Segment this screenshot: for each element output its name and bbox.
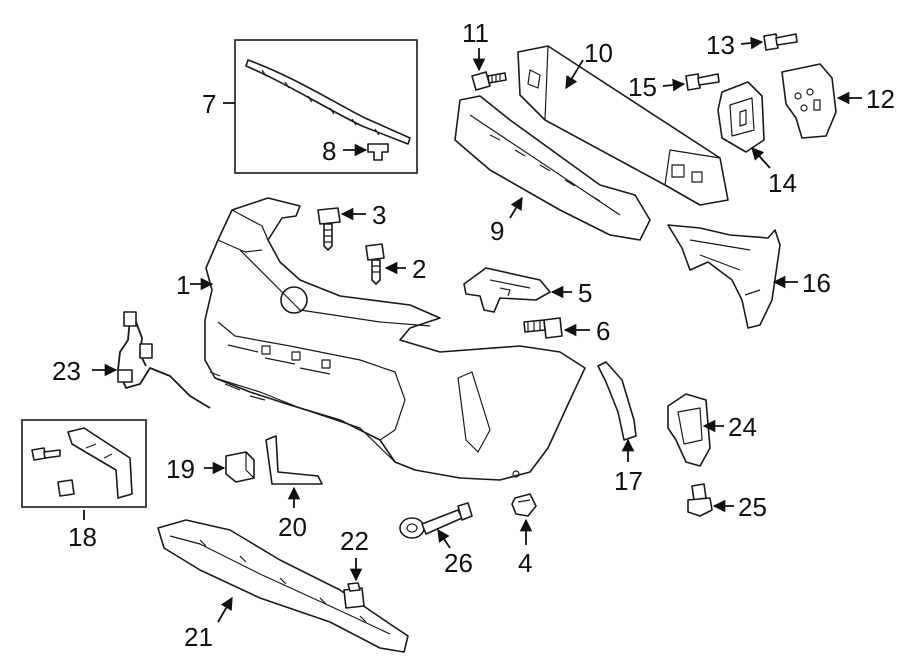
part-6-bolt[interactable] [523,317,563,339]
part-5-bracket[interactable] [463,267,551,313]
part-25-bolt[interactable] [687,483,713,517]
callout-4: 4 [518,548,532,578]
callout-8: 8 [322,136,336,166]
leader-9 [509,196,523,219]
callout-20: 20 [278,512,307,542]
callout-12: 12 [866,84,895,114]
part-7-molding[interactable] [245,59,411,145]
part-20-bracket[interactable] [265,435,323,485]
callout-22: 22 [340,526,369,556]
callout-15: 15 [628,72,657,102]
part-4-nut[interactable] [511,493,537,517]
callout-17: 17 [614,466,643,496]
callout-25: 25 [738,492,767,522]
leader-13 [740,36,764,50]
callout-26: 26 [444,548,473,578]
callout-13: 13 [706,30,735,60]
callout-2: 2 [412,254,426,284]
callout-7: 7 [202,89,216,119]
callout-19: 19 [166,454,195,484]
callout-1: 1 [176,270,190,300]
part-26-tow-hook[interactable] [399,502,473,539]
callout-18: 18 [68,522,97,552]
part-12-bracket[interactable] [781,63,837,139]
callout-24: 24 [728,412,757,442]
part-8-clip[interactable] [367,143,389,161]
callout-6: 6 [596,316,610,346]
part-13-bolt[interactable] [763,33,798,51]
leader-14 [751,147,771,169]
callout-9: 9 [490,216,504,246]
callout-3: 3 [372,200,386,230]
part-9-absorber[interactable] [454,95,651,241]
part-1-bumper-cover[interactable] [204,197,586,481]
part-7-inset-box [234,39,418,174]
callout-14: 14 [768,168,797,198]
part-22-clip[interactable] [343,582,365,609]
part-3-bolt[interactable] [317,207,341,251]
callout-5: 5 [578,278,592,308]
part-18-inset-box [21,419,147,508]
part-17-molding[interactable] [597,361,637,441]
part-16-side-support[interactable] [667,224,781,329]
leader-26 [437,528,451,549]
callout-16: 16 [802,268,831,298]
part-2-bolt[interactable] [365,243,385,285]
callout-23: 23 [52,356,81,386]
part-19-sensor[interactable] [225,451,255,483]
leader-21 [217,596,233,623]
part-21-undercover[interactable] [157,519,409,653]
callout-11: 11 [462,18,489,48]
part-23-wire-harness[interactable] [117,311,211,409]
part-24-bracket[interactable] [667,393,711,467]
leader-15 [662,78,686,92]
part-18-license-bracket[interactable] [31,427,133,499]
part-11-bolt[interactable] [471,71,507,91]
part-15-bolt[interactable] [685,73,720,91]
leader-10 [565,59,584,90]
part-14-bracket[interactable] [717,81,765,153]
callout-21: 21 [184,622,213,652]
callout-10: 10 [584,38,613,68]
